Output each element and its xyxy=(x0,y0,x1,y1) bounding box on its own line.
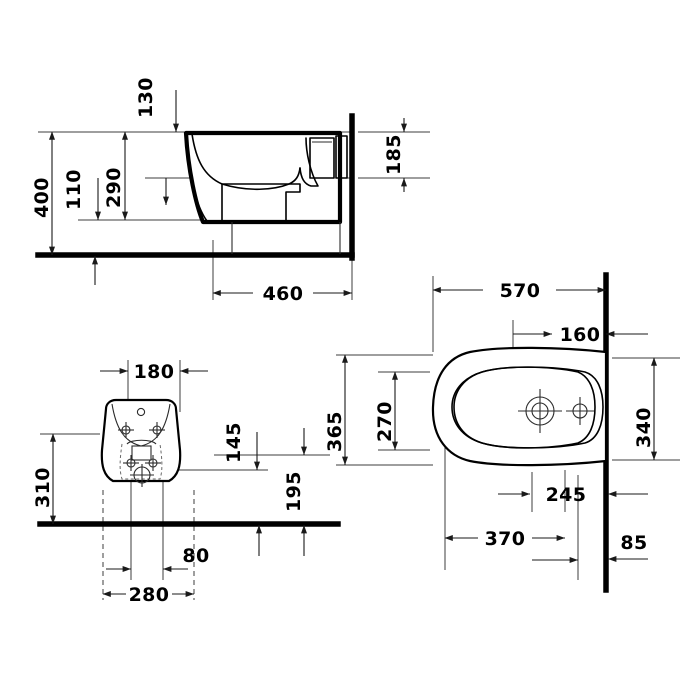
dimension-180-label: 180 xyxy=(134,361,175,383)
dimension-80-label: 80 xyxy=(182,545,209,567)
plan-view: 570 160 365 270 340 245 xyxy=(324,272,680,593)
plan-outer-outline xyxy=(431,346,608,467)
dimension-400-label: 400 xyxy=(31,177,53,218)
dimension-145: 145 xyxy=(223,422,260,471)
dimension-110-label: 110 xyxy=(63,169,85,210)
dimension-185-label: 185 xyxy=(383,134,405,175)
dimension-180: 180 xyxy=(100,361,208,383)
dimension-365: 365 xyxy=(324,354,348,466)
dimension-245: 245 xyxy=(498,484,648,506)
dimension-340-label: 340 xyxy=(633,407,655,448)
dimension-460-label: 460 xyxy=(263,283,304,305)
front-outlet xyxy=(130,464,154,487)
dimension-160: 160 xyxy=(513,324,648,346)
front-elevation-view: 180 310 145 195 80 280 xyxy=(32,360,341,606)
dimension-290: 290 xyxy=(103,131,128,221)
dimension-400: 400 xyxy=(31,131,55,256)
dimension-570: 570 xyxy=(432,280,607,302)
dimension-310-label: 310 xyxy=(32,467,54,508)
side-outlet-block xyxy=(309,137,335,179)
dimension-245-label: 245 xyxy=(546,484,587,506)
front-center-arc xyxy=(126,439,157,445)
front-center-detail xyxy=(131,445,152,461)
front-extension-lines xyxy=(40,360,330,600)
dimension-460: 460 xyxy=(212,283,353,305)
side-wall-bracket xyxy=(335,135,348,179)
plan-bowl-inner xyxy=(453,366,596,449)
dimension-340: 340 xyxy=(633,357,657,461)
dimension-370-label: 370 xyxy=(485,528,526,550)
side-bidet-profile xyxy=(183,130,348,254)
dimension-185: 185 xyxy=(383,118,407,192)
side-elevation-view: 130 400 110 290 185 xyxy=(31,77,430,305)
dimension-160-label: 160 xyxy=(560,324,601,346)
dimension-85: 85 xyxy=(607,532,648,562)
dimension-570-label: 570 xyxy=(500,280,541,302)
front-bidet-body xyxy=(100,398,182,487)
dimension-365-label: 365 xyxy=(324,411,346,452)
dimension-280-label: 280 xyxy=(129,584,170,606)
plan-fixing-hole xyxy=(566,397,594,425)
dimension-195-label: 195 xyxy=(283,471,305,512)
dimension-85-label: 85 xyxy=(620,532,647,554)
plan-drain-outlet xyxy=(518,389,562,433)
front-inner-bowl xyxy=(119,443,163,480)
plan-bidet-body xyxy=(431,346,608,467)
dimension-280: 280 xyxy=(102,584,195,606)
dimension-290-label: 290 xyxy=(103,167,125,208)
dimension-80: 80 xyxy=(106,545,209,572)
dimension-110: 110 xyxy=(63,169,101,221)
dimension-270-label: 270 xyxy=(374,401,396,442)
dimension-195: 195 xyxy=(283,428,307,556)
dimension-130-label: 130 xyxy=(135,77,157,118)
dimension-130: 130 xyxy=(135,77,179,133)
dimension-370: 370 xyxy=(444,528,566,550)
front-fixing-left xyxy=(118,422,134,438)
dimension-270: 270 xyxy=(374,371,398,451)
front-lower-fixing-right xyxy=(145,455,161,471)
dimension-310: 310 xyxy=(32,433,56,525)
front-lower-fixing-left xyxy=(123,455,139,471)
dimension-145-label: 145 xyxy=(223,422,245,463)
front-tap-hole xyxy=(136,407,146,417)
front-fixing-right xyxy=(149,422,165,438)
